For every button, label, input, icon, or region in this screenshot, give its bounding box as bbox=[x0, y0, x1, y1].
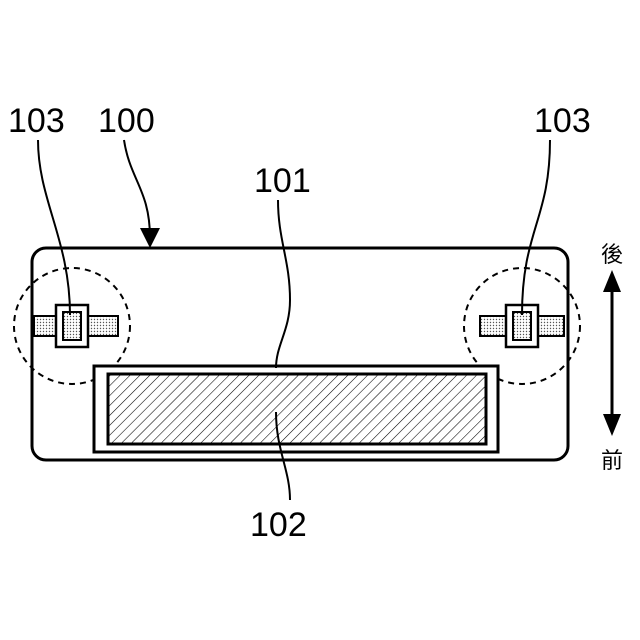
label-100: 100 bbox=[98, 102, 155, 140]
leader-103-left bbox=[38, 140, 70, 315]
leader-100 bbox=[124, 140, 150, 238]
double-arrow-icon bbox=[603, 270, 621, 436]
panel bbox=[108, 374, 486, 444]
leader-103-right bbox=[522, 140, 550, 315]
direction-back-label: 後 bbox=[601, 243, 623, 268]
label-102: 102 bbox=[250, 506, 307, 544]
leader-101 bbox=[276, 200, 290, 368]
connector-left bbox=[34, 305, 118, 347]
direction-front-label: 前 bbox=[601, 449, 623, 474]
label-101: 101 bbox=[254, 162, 311, 200]
label-103-left: 103 bbox=[8, 102, 65, 140]
label-103-right: 103 bbox=[534, 102, 591, 140]
